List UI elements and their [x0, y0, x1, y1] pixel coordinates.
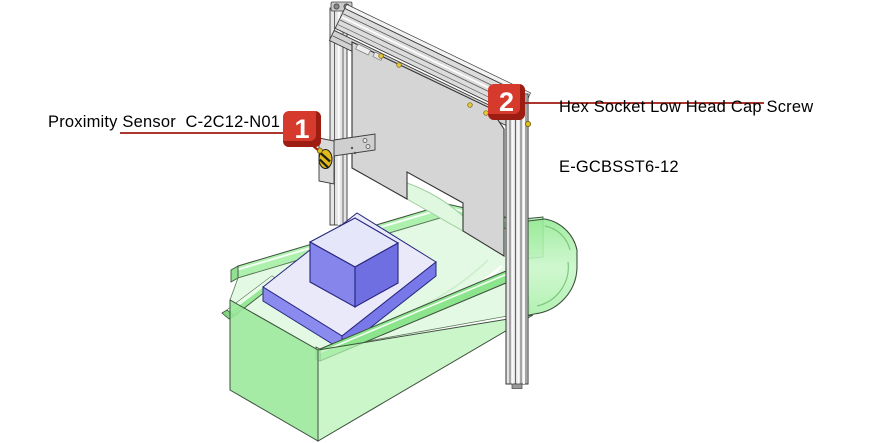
bracket-screw-icon [350, 146, 354, 150]
post-foot [511, 383, 523, 389]
proximity-sensor [316, 147, 333, 169]
callout-badge-2: 2 [488, 84, 525, 120]
rounded-end-guard [519, 216, 578, 318]
workpiece-cube [308, 217, 400, 308]
trough-left-end-face [229, 299, 319, 442]
panel-clip [355, 43, 372, 56]
bracket-hole [362, 138, 368, 143]
panel-mount-screws [378, 53, 489, 116]
bracket-hole [365, 144, 371, 149]
callout-badge-2-number: 2 [498, 86, 515, 117]
callout-badge-1-number: 1 [294, 113, 310, 144]
hex-screw-icon [525, 121, 532, 128]
callout-label-2-line1: Hex Socket Low Head Cap Screw [559, 98, 814, 116]
callout-label-2-line2: E-GCBSST6-12 [559, 158, 679, 176]
screw-icon [396, 62, 402, 68]
callout-label-2: Hex Socket Low Head Cap Screw E-GCBSST6-… [559, 57, 813, 217]
callout-badge-1: 1 [283, 111, 321, 147]
screw-icon [467, 102, 473, 108]
far-rail-end-face [230, 265, 239, 283]
guard-panel [351, 41, 505, 257]
bracket-screw-icon [353, 151, 357, 155]
bracket-screw-icon [333, 3, 340, 10]
screw-icon [378, 53, 384, 59]
callout-label-1: Proximity Sensor C-2C12-N01 [48, 113, 281, 131]
right-post [505, 93, 529, 389]
conveyor-trough [229, 299, 534, 442]
